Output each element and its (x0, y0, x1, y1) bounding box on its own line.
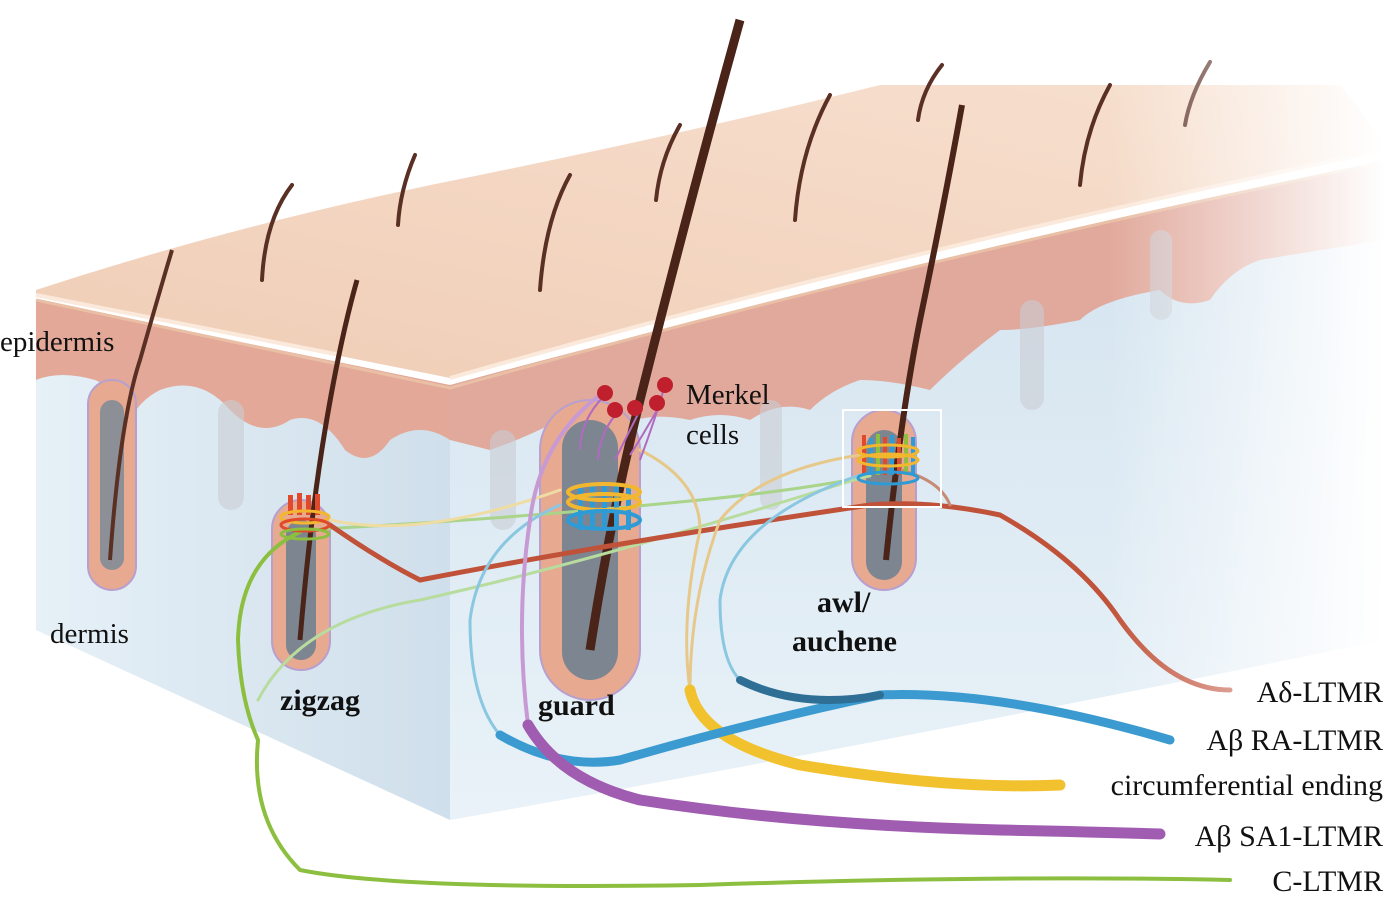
a-beta-sa1-fiber (522, 719, 1166, 840)
circumferential-fiber (684, 684, 1066, 792)
legend-c-ltmr: C-LTMR (1272, 865, 1383, 898)
a-beta-ra-fiber (495, 690, 1175, 767)
label-dermis: dermis (50, 618, 129, 650)
label-auchene: auchene (792, 625, 897, 658)
legend-a-beta-sa1-ltmr: Aβ SA1-LTMR (1195, 820, 1383, 853)
legend-a-beta-ra-ltmr: Aβ RA-LTMR (1206, 724, 1383, 757)
right-fade (0, 0, 1385, 700)
label-cells: cells (686, 419, 739, 451)
label-zigzag: zigzag (280, 684, 360, 717)
label-merkel: Merkel (686, 379, 770, 411)
legend-circumferential-ending: circumferential ending (1111, 769, 1383, 802)
label-awl: awl/ (817, 586, 871, 619)
legend-a-delta-ltmr: Aδ-LTMR (1257, 676, 1383, 709)
label-guard: guard (538, 689, 615, 722)
label-epidermis: epidermis (0, 326, 114, 358)
